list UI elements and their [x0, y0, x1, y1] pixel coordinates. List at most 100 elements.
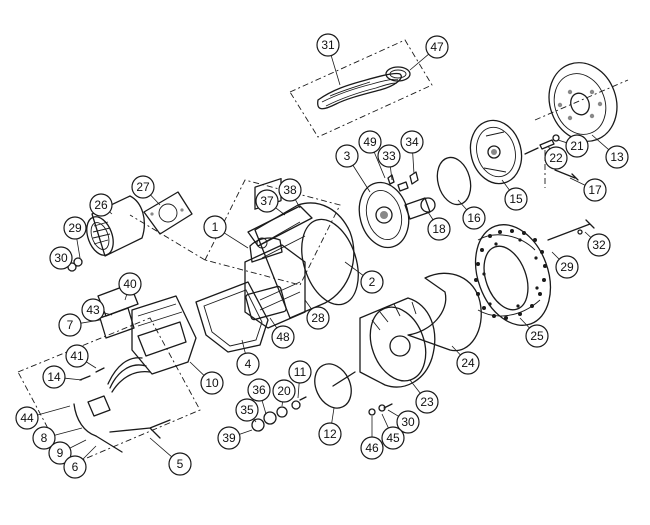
svg-text:30: 30 [401, 415, 415, 429]
svg-text:26: 26 [94, 198, 108, 212]
callout: 29 [63, 216, 87, 240]
callout: 49 [358, 130, 382, 154]
callout: 38 [278, 178, 302, 202]
leader-line [64, 377, 83, 381]
shaft-seal-assembly [358, 171, 436, 249]
leader-line [261, 400, 267, 415]
leader-line [150, 194, 161, 206]
leader-line [124, 294, 128, 301]
callout: 40 [118, 272, 142, 296]
callout: 6 [63, 455, 87, 479]
svg-text:36: 36 [252, 383, 266, 397]
callout: 44 [15, 406, 39, 430]
callout: 18 [427, 217, 451, 241]
leader-line [451, 345, 461, 356]
leader-line [86, 361, 97, 369]
leader-line [551, 251, 560, 260]
svg-text:3: 3 [344, 149, 351, 163]
svg-text:24: 24 [461, 356, 475, 370]
callout: 14 [42, 365, 66, 389]
svg-text:14: 14 [47, 370, 61, 384]
svg-text:33: 33 [382, 149, 396, 163]
leader-line [519, 317, 530, 329]
svg-text:39: 39 [222, 431, 236, 445]
svg-text:15: 15 [509, 192, 523, 206]
svg-text:35: 35 [240, 403, 254, 417]
leader-line [387, 409, 399, 417]
leader-line [275, 207, 286, 216]
svg-text:4: 4 [245, 357, 252, 371]
svg-text:28: 28 [311, 311, 325, 325]
svg-text:34: 34 [405, 135, 419, 149]
leader-line [584, 231, 592, 238]
svg-text:41: 41 [70, 349, 84, 363]
leader-line [239, 429, 253, 435]
svg-text:5: 5 [177, 457, 184, 471]
leader-line [294, 199, 301, 209]
power-cable [17, 317, 201, 467]
callout: 37 [255, 189, 279, 213]
leader-line [103, 312, 113, 316]
bearing-plate [469, 119, 523, 185]
svg-text:12: 12 [323, 427, 337, 441]
leader-line [409, 53, 429, 71]
callout: 13 [605, 145, 629, 169]
long-bolt [547, 219, 595, 241]
callout: 7 [58, 313, 82, 337]
callout: 3 [335, 144, 359, 168]
callout: 30 [396, 410, 420, 434]
nut-washer-stack [251, 396, 307, 432]
callout: 10 [200, 371, 224, 395]
leader-line [76, 238, 81, 259]
callout: 23 [415, 390, 439, 414]
svg-text:49: 49 [363, 135, 377, 149]
leader-line [409, 379, 421, 394]
svg-text:37: 37 [260, 194, 274, 208]
svg-text:29: 29 [560, 260, 574, 274]
svg-text:10: 10 [205, 376, 219, 390]
callout: 11 [288, 360, 312, 384]
svg-text:18: 18 [432, 222, 446, 236]
callout: 35 [235, 398, 259, 422]
svg-text:27: 27 [136, 180, 150, 194]
callout: 41 [65, 344, 89, 368]
svg-text:2: 2 [369, 275, 376, 289]
leader-line [591, 134, 610, 151]
callout: 45 [381, 426, 405, 450]
callout: 29 [555, 255, 579, 279]
callout: 16 [462, 206, 486, 230]
callout: 15 [504, 187, 528, 211]
screws-center [368, 403, 393, 416]
leader-line [457, 199, 467, 211]
svg-text:31: 31 [321, 38, 335, 52]
motor-housing [247, 202, 359, 319]
callout: 39 [217, 426, 241, 450]
svg-text:9: 9 [57, 446, 64, 460]
svg-text:46: 46 [365, 441, 379, 455]
svg-text:30: 30 [54, 251, 68, 265]
callout: 4 [236, 352, 260, 376]
leader-line [344, 261, 364, 276]
svg-text:38: 38 [283, 183, 297, 197]
callout: 25 [525, 324, 549, 348]
svg-text:23: 23 [420, 395, 434, 409]
leader-line [224, 232, 249, 249]
leader-line [381, 413, 389, 429]
gasket [436, 156, 472, 206]
leader-line [189, 361, 205, 376]
callout: 28 [306, 306, 330, 330]
callout: 43 [81, 298, 105, 322]
callout: 12 [318, 422, 342, 446]
callout: 34 [400, 130, 424, 154]
svg-text:11: 11 [294, 365, 307, 379]
outer-gasket [407, 272, 482, 352]
callout: 2 [360, 270, 384, 294]
callout: 17 [583, 178, 607, 202]
leader-line [373, 151, 386, 179]
leader-line [427, 211, 434, 220]
terminal-box [97, 283, 197, 375]
leader-line [412, 152, 415, 175]
svg-text:13: 13 [610, 150, 624, 164]
